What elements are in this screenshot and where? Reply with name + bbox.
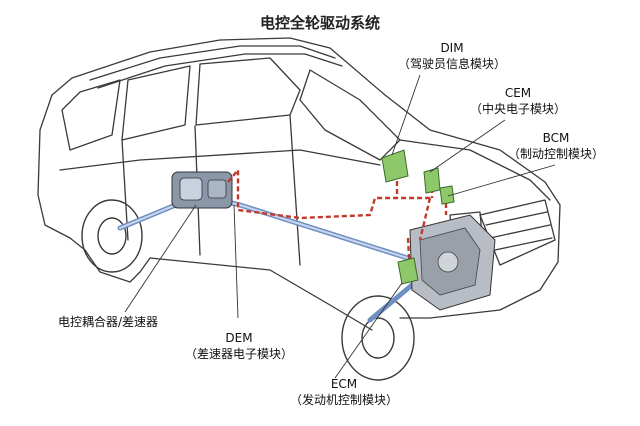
leader-lines [124, 74, 556, 379]
label-dem: DEM （差速器电子模块） [185, 330, 293, 362]
label-dem-code: DEM [225, 331, 253, 345]
label-dim-desc: （驾驶员信息模块） [398, 57, 507, 71]
label-cem-desc: （中央电子模块） [470, 102, 567, 116]
wheels [81, 199, 415, 381]
label-ecm-code: ECM [330, 377, 358, 391]
label-cem: CEM （中央电子模块） [470, 85, 566, 117]
diagram-title: 电控全轮驱动系统 [259, 14, 380, 32]
dim-module [381, 149, 409, 183]
bcm-module [439, 185, 455, 205]
label-coupling: 电控耦合器/差速器 [58, 314, 158, 330]
label-dim-code: DIM [440, 41, 464, 55]
rear-wheel [81, 199, 143, 273]
cem-module [423, 167, 441, 194]
car-body-outline [37, 37, 561, 331]
label-dem-desc: （差速器电子模块） [185, 347, 294, 361]
label-dim: DIM （驾驶员信息模块） [398, 40, 506, 72]
driveshaft [117, 192, 423, 323]
front-wheel [341, 295, 415, 381]
label-bcm: BCM （制动控制模块） [508, 130, 604, 162]
engine [409, 214, 496, 311]
label-ecm-desc: （发动机控制模块） [290, 393, 399, 407]
label-bcm-code: BCM [542, 131, 570, 145]
label-coupling-desc: 电控耦合器/差速器 [58, 315, 159, 329]
modules [381, 149, 455, 285]
label-ecm: ECM （发动机控制模块） [290, 376, 398, 408]
label-cem-code: CEM [504, 86, 532, 100]
ecm-module [397, 257, 419, 285]
label-bcm-desc: （制动控制模块） [508, 147, 605, 161]
rear-coupling-unit [171, 171, 233, 209]
